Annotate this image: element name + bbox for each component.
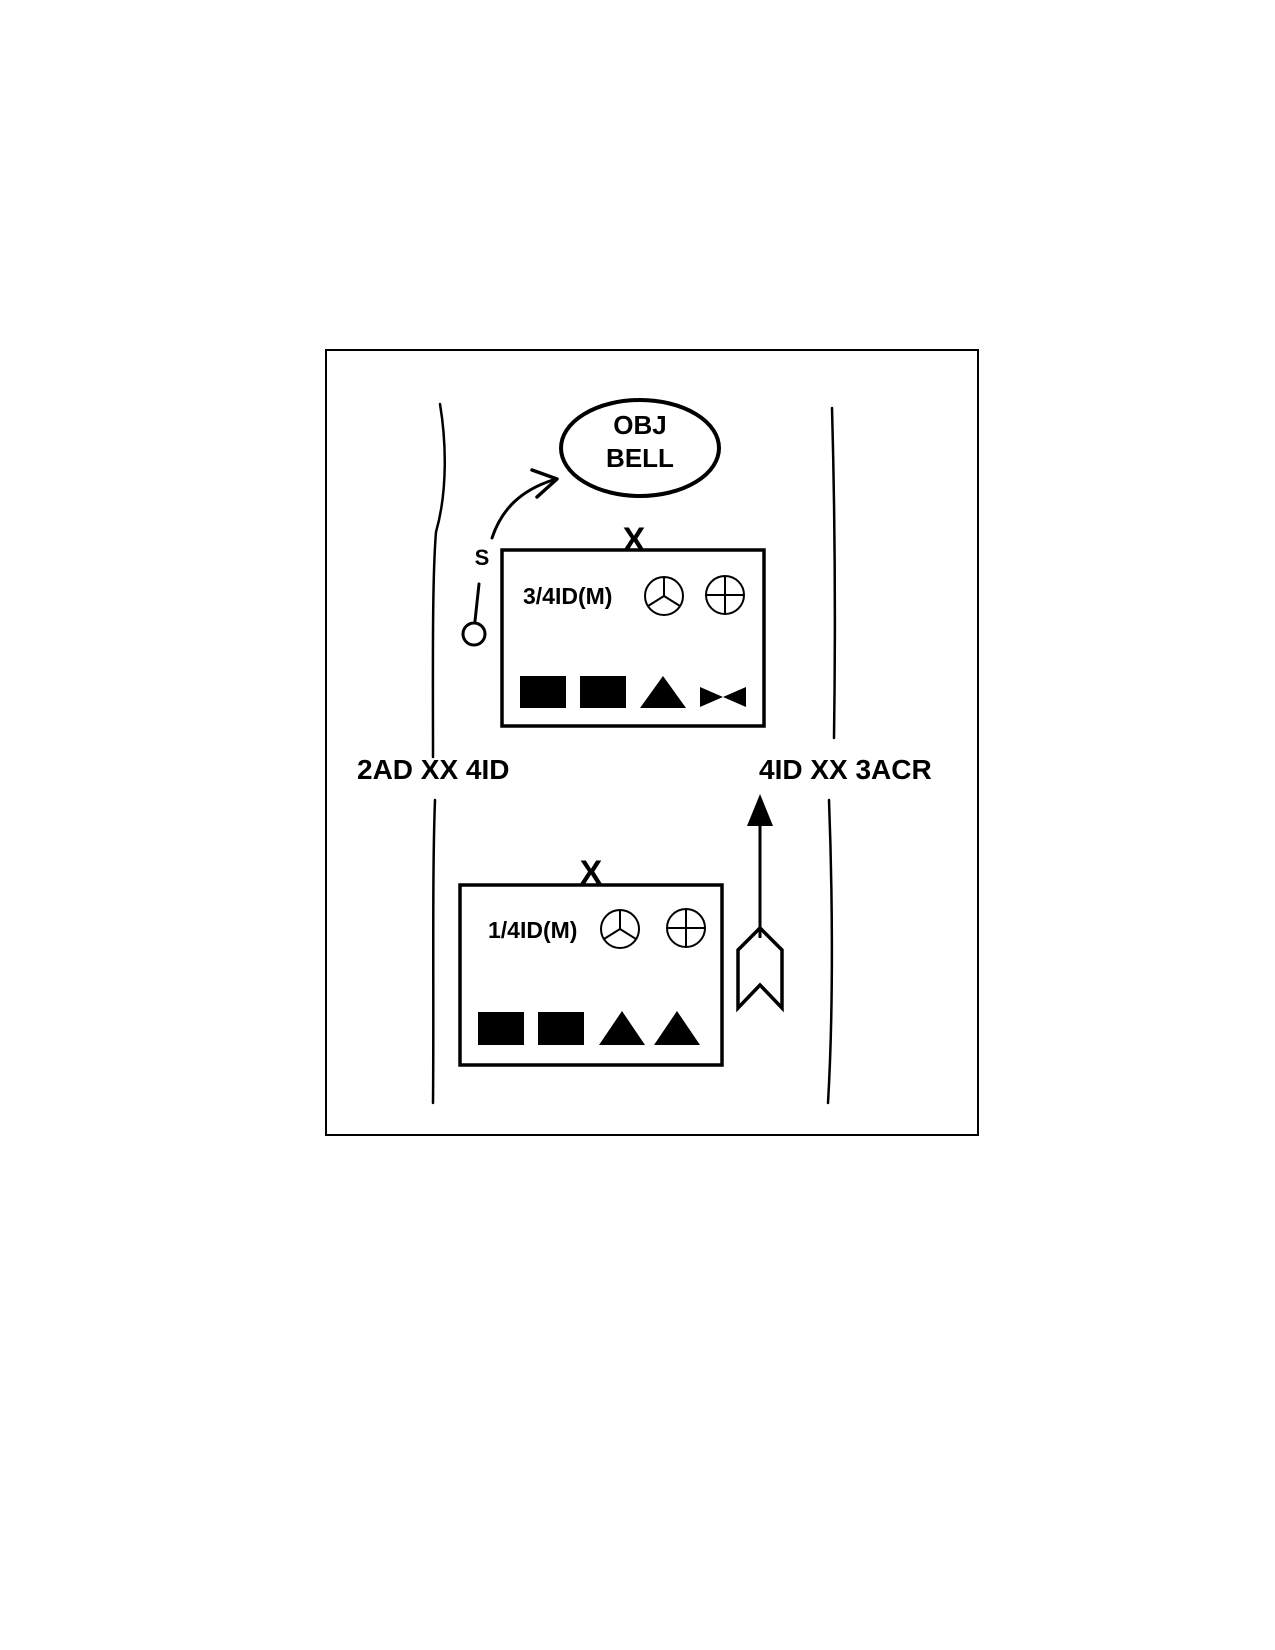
objective-label-line2: BELL <box>606 443 674 473</box>
screen-curved-arrow <box>490 478 555 540</box>
unit-3-4id: X 3/4ID(M) <box>500 521 766 728</box>
screen-stem-line <box>473 582 481 623</box>
overlay-frame <box>325 349 979 1136</box>
armor-company-icon <box>580 676 626 708</box>
arrow-fletching-icon <box>736 925 784 1013</box>
crosshair-icon <box>705 575 745 615</box>
objective-ellipse <box>559 398 721 498</box>
unit-echelon-marker: X <box>580 854 603 892</box>
screen-arrowhead-icon <box>530 468 559 499</box>
axis-of-advance-arrow <box>736 794 784 1013</box>
unit-box <box>500 548 766 728</box>
unit-1-4id: X 1/4ID(M) <box>458 854 724 1067</box>
unit-box <box>458 883 724 1067</box>
triangle-unit-icon <box>654 1011 700 1045</box>
arrowhead-up-icon <box>747 794 773 826</box>
unit-label: 1/4ID(M) <box>488 917 577 943</box>
crosshair-icon <box>666 908 706 948</box>
left-boundary-label: 2AD XX 4ID <box>357 754 510 785</box>
triangle-unit-icon <box>599 1011 645 1045</box>
screen-start-circle <box>461 621 487 647</box>
objective-label-line1: OBJ <box>613 410 666 440</box>
right-boundary-label: 4ID XX 3ACR <box>759 754 932 785</box>
right-boundary-line <box>826 406 837 1105</box>
armor-company-icon <box>478 1012 524 1045</box>
unit-echelon-marker: X <box>623 521 646 559</box>
bowtie-icon <box>700 687 746 707</box>
artillery-icon <box>644 576 684 616</box>
artillery-icon <box>600 909 640 949</box>
unit-label: 3/4ID(M) <box>523 583 612 609</box>
armor-company-icon <box>538 1012 584 1045</box>
left-boundary-line <box>431 402 446 1105</box>
armor-company-icon <box>520 676 566 708</box>
triangle-unit-icon <box>640 676 686 708</box>
screen-marker-label: S <box>475 545 490 570</box>
screen-task-symbol: S <box>461 468 559 647</box>
